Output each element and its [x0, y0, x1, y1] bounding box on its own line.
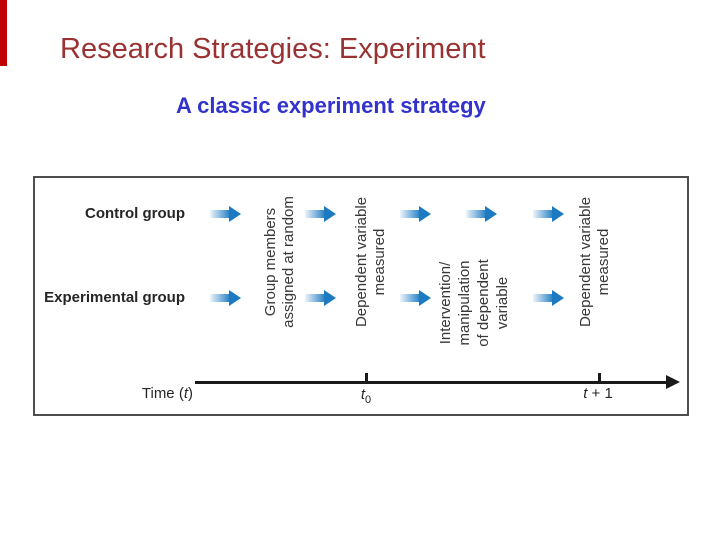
arrow-head [552, 290, 564, 306]
arrow-tail [533, 294, 553, 302]
arrow-head [552, 206, 564, 222]
arrow-head [324, 206, 336, 222]
rotated-label-line: measured [371, 228, 388, 296]
flow-arrow-icon [533, 290, 564, 306]
flow-arrow-icon [210, 206, 241, 222]
rotated-label-line: Dependent variable [577, 196, 594, 328]
t0-var: t [360, 386, 366, 403]
slide-title: Research Strategies: Experiment [60, 33, 486, 65]
rotated-label-line: assigned at random [280, 196, 297, 328]
flow-arrow-icon [400, 290, 431, 306]
rotated-label-line: Group members [262, 207, 279, 317]
time-axis-label: Time (t) [73, 385, 193, 402]
flow-arrow-icon [466, 206, 497, 222]
arrow-head [324, 290, 336, 306]
t1-rest: + 1 [587, 385, 613, 402]
arrow-tail [305, 210, 325, 218]
flow-arrow-icon [210, 290, 241, 306]
arrow-head [419, 290, 431, 306]
flow-arrow-icon [305, 290, 336, 306]
flow-arrow-icon [400, 206, 431, 222]
time-tick-label-t1: t + 1 [568, 385, 628, 402]
rotated-label-line: measured [595, 228, 612, 296]
rotated-label-line: Dependent variable [353, 196, 370, 328]
arrow-tail [400, 294, 420, 302]
time-label-var: t [183, 385, 188, 402]
rotated-label-line: variable [494, 276, 511, 330]
rotated-label-line: manipulation [456, 260, 473, 346]
flow-arrow-icon [305, 206, 336, 222]
time-axis-tick-t0 [365, 373, 368, 381]
rotated-label-dependent-variable-measured-1: Dependent variable measured [353, 182, 389, 342]
arrow-tail [533, 210, 553, 218]
arrow-tail [210, 210, 230, 218]
rotated-label-dependent-variable-measured-2: Dependent variable measured [577, 182, 613, 342]
rotated-label-intervention: Intervention/ manipulation of dependent … [436, 246, 516, 360]
slide-subtitle: A classic experiment strategy [176, 93, 486, 118]
time-axis-tick-t1 [598, 373, 601, 381]
arrow-tail [305, 294, 325, 302]
arrow-head [229, 290, 241, 306]
arrow-tail [400, 210, 420, 218]
slide-accent-bar [0, 0, 7, 66]
arrow-head [485, 206, 497, 222]
t1-var: t [583, 385, 588, 402]
experimental-group-label: Experimental group [44, 289, 185, 306]
time-label-post: ) [188, 385, 193, 402]
rotated-label-line: of dependent [475, 259, 492, 347]
time-label-pre: Time ( [141, 385, 184, 402]
rotated-label-line: Intervention/ [437, 261, 454, 345]
arrow-head [419, 206, 431, 222]
time-axis-arrowhead-icon [666, 375, 680, 389]
time-tick-label-t0: t0 [336, 386, 396, 409]
t0-subscript: 0 [365, 394, 372, 406]
experiment-diagram: Control group Experimental group Group m… [33, 176, 689, 416]
arrow-tail [466, 210, 486, 218]
control-group-label: Control group [85, 205, 185, 222]
rotated-label-random-assignment: Group members assigned at random [262, 182, 298, 342]
arrow-head [229, 206, 241, 222]
time-axis-line [195, 381, 667, 384]
flow-arrow-icon [533, 206, 564, 222]
arrow-tail [210, 294, 230, 302]
